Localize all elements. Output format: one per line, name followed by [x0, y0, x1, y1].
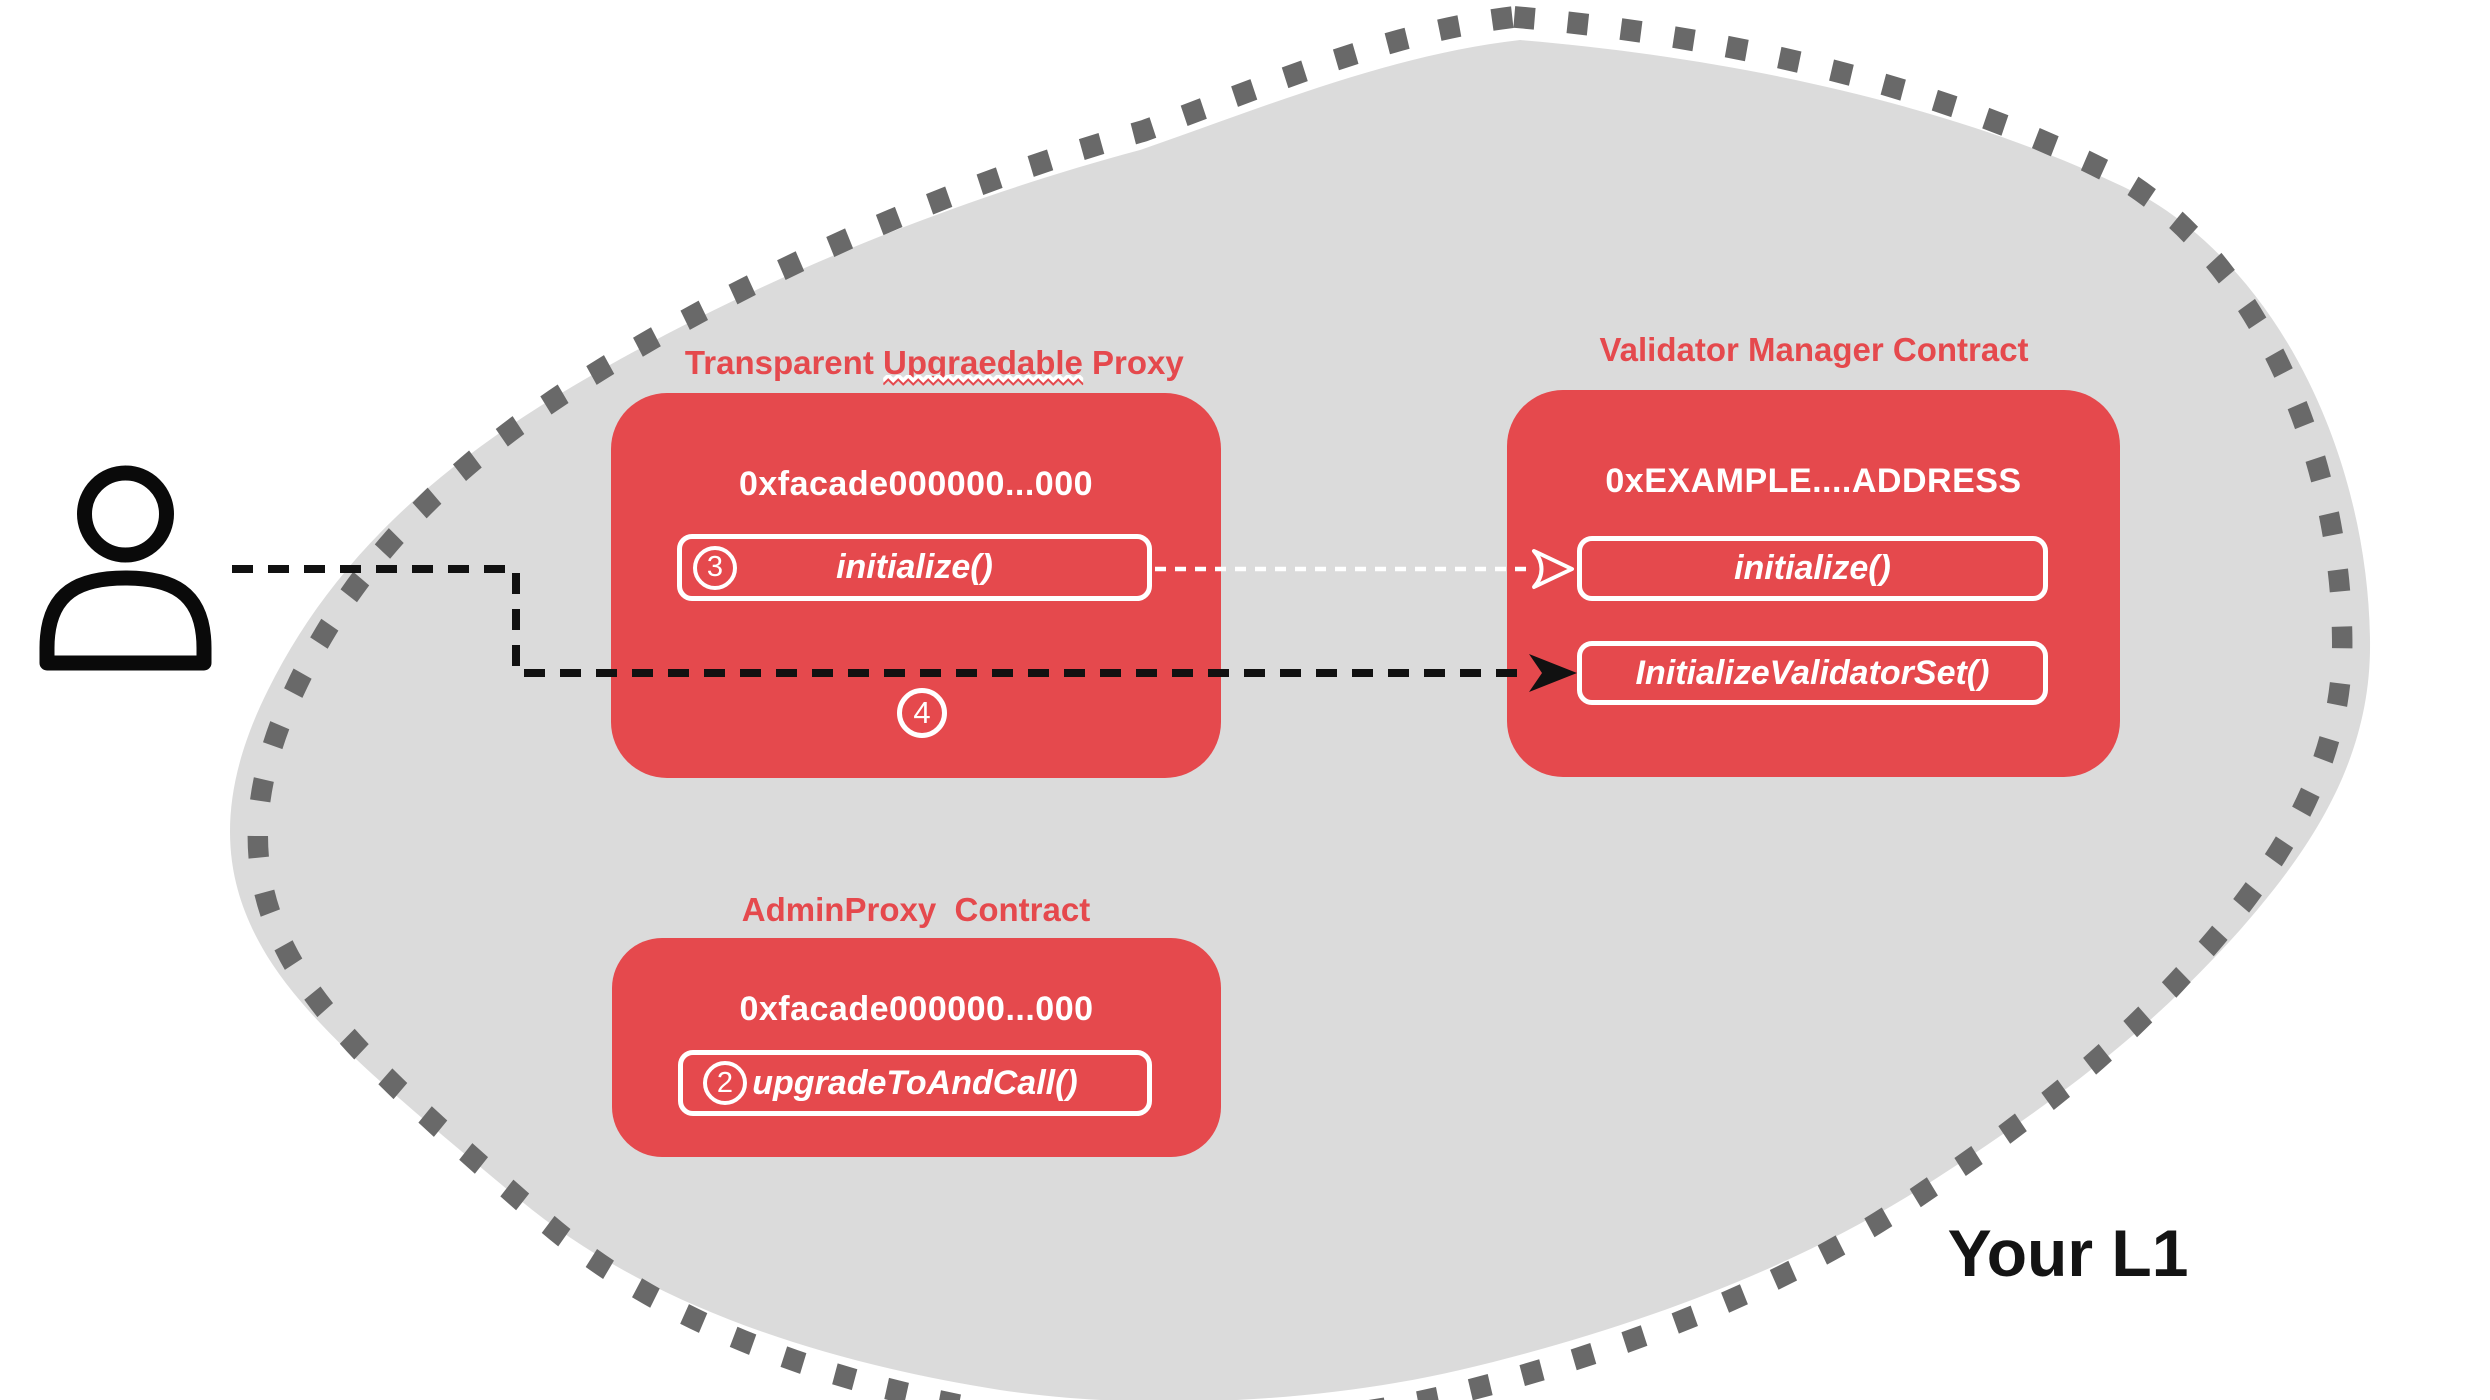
- admin-contract-title: AdminProxy Contract: [741, 891, 1091, 928]
- proxy-initialize-button: 3 initialize(): [677, 534, 1152, 601]
- step-2-badge: 2: [703, 1061, 747, 1105]
- validator-initializevalidatorset-button: InitializeValidatorSet(): [1577, 641, 2048, 705]
- validator-contract-address: 0xEXAMPLE....ADDRESS: [1605, 462, 2022, 500]
- proxy-title-pre: Transparent: [684, 344, 883, 381]
- validator-contract-title: Validator Manager Contract: [1599, 331, 2029, 368]
- person-icon: [39, 465, 212, 671]
- validator-initialize-label: initialize(): [1734, 549, 1891, 587]
- region-label: Your L1: [1947, 1216, 2189, 1290]
- step-4-badge: 4: [897, 688, 947, 738]
- admin-contract-address: 0xfacade000000...000: [739, 990, 1094, 1028]
- proxy-contract-address: 0xfacade000000...000: [738, 465, 1094, 503]
- proxy-initialize-label: initialize(): [836, 548, 993, 586]
- validator-initialize-button: initialize(): [1577, 536, 2048, 601]
- proxy-contract-box: 0xfacade000000...000 3 initialize() 4: [611, 393, 1221, 778]
- validator-initializevalidatorset-label: InitializeValidatorSet(): [1635, 653, 1990, 692]
- validator-contract-box: 0xEXAMPLE....ADDRESS initialize() Initia…: [1507, 390, 2120, 777]
- proxy-title-post: Proxy: [1082, 344, 1184, 381]
- admin-upgradetoandcall-button: 2 upgradeToAndCall(): [678, 1050, 1152, 1116]
- spellcheck-squiggle-icon: [882, 375, 1083, 386]
- admin-upgradetoandcall-label: upgradeToAndCall(): [752, 1063, 1078, 1102]
- admin-contract-box: 0xfacade000000...000 2 upgradeToAndCall(…: [612, 938, 1221, 1157]
- misspelled-word: Upgraedable: [882, 343, 1083, 386]
- step-3-badge: 3: [693, 545, 737, 590]
